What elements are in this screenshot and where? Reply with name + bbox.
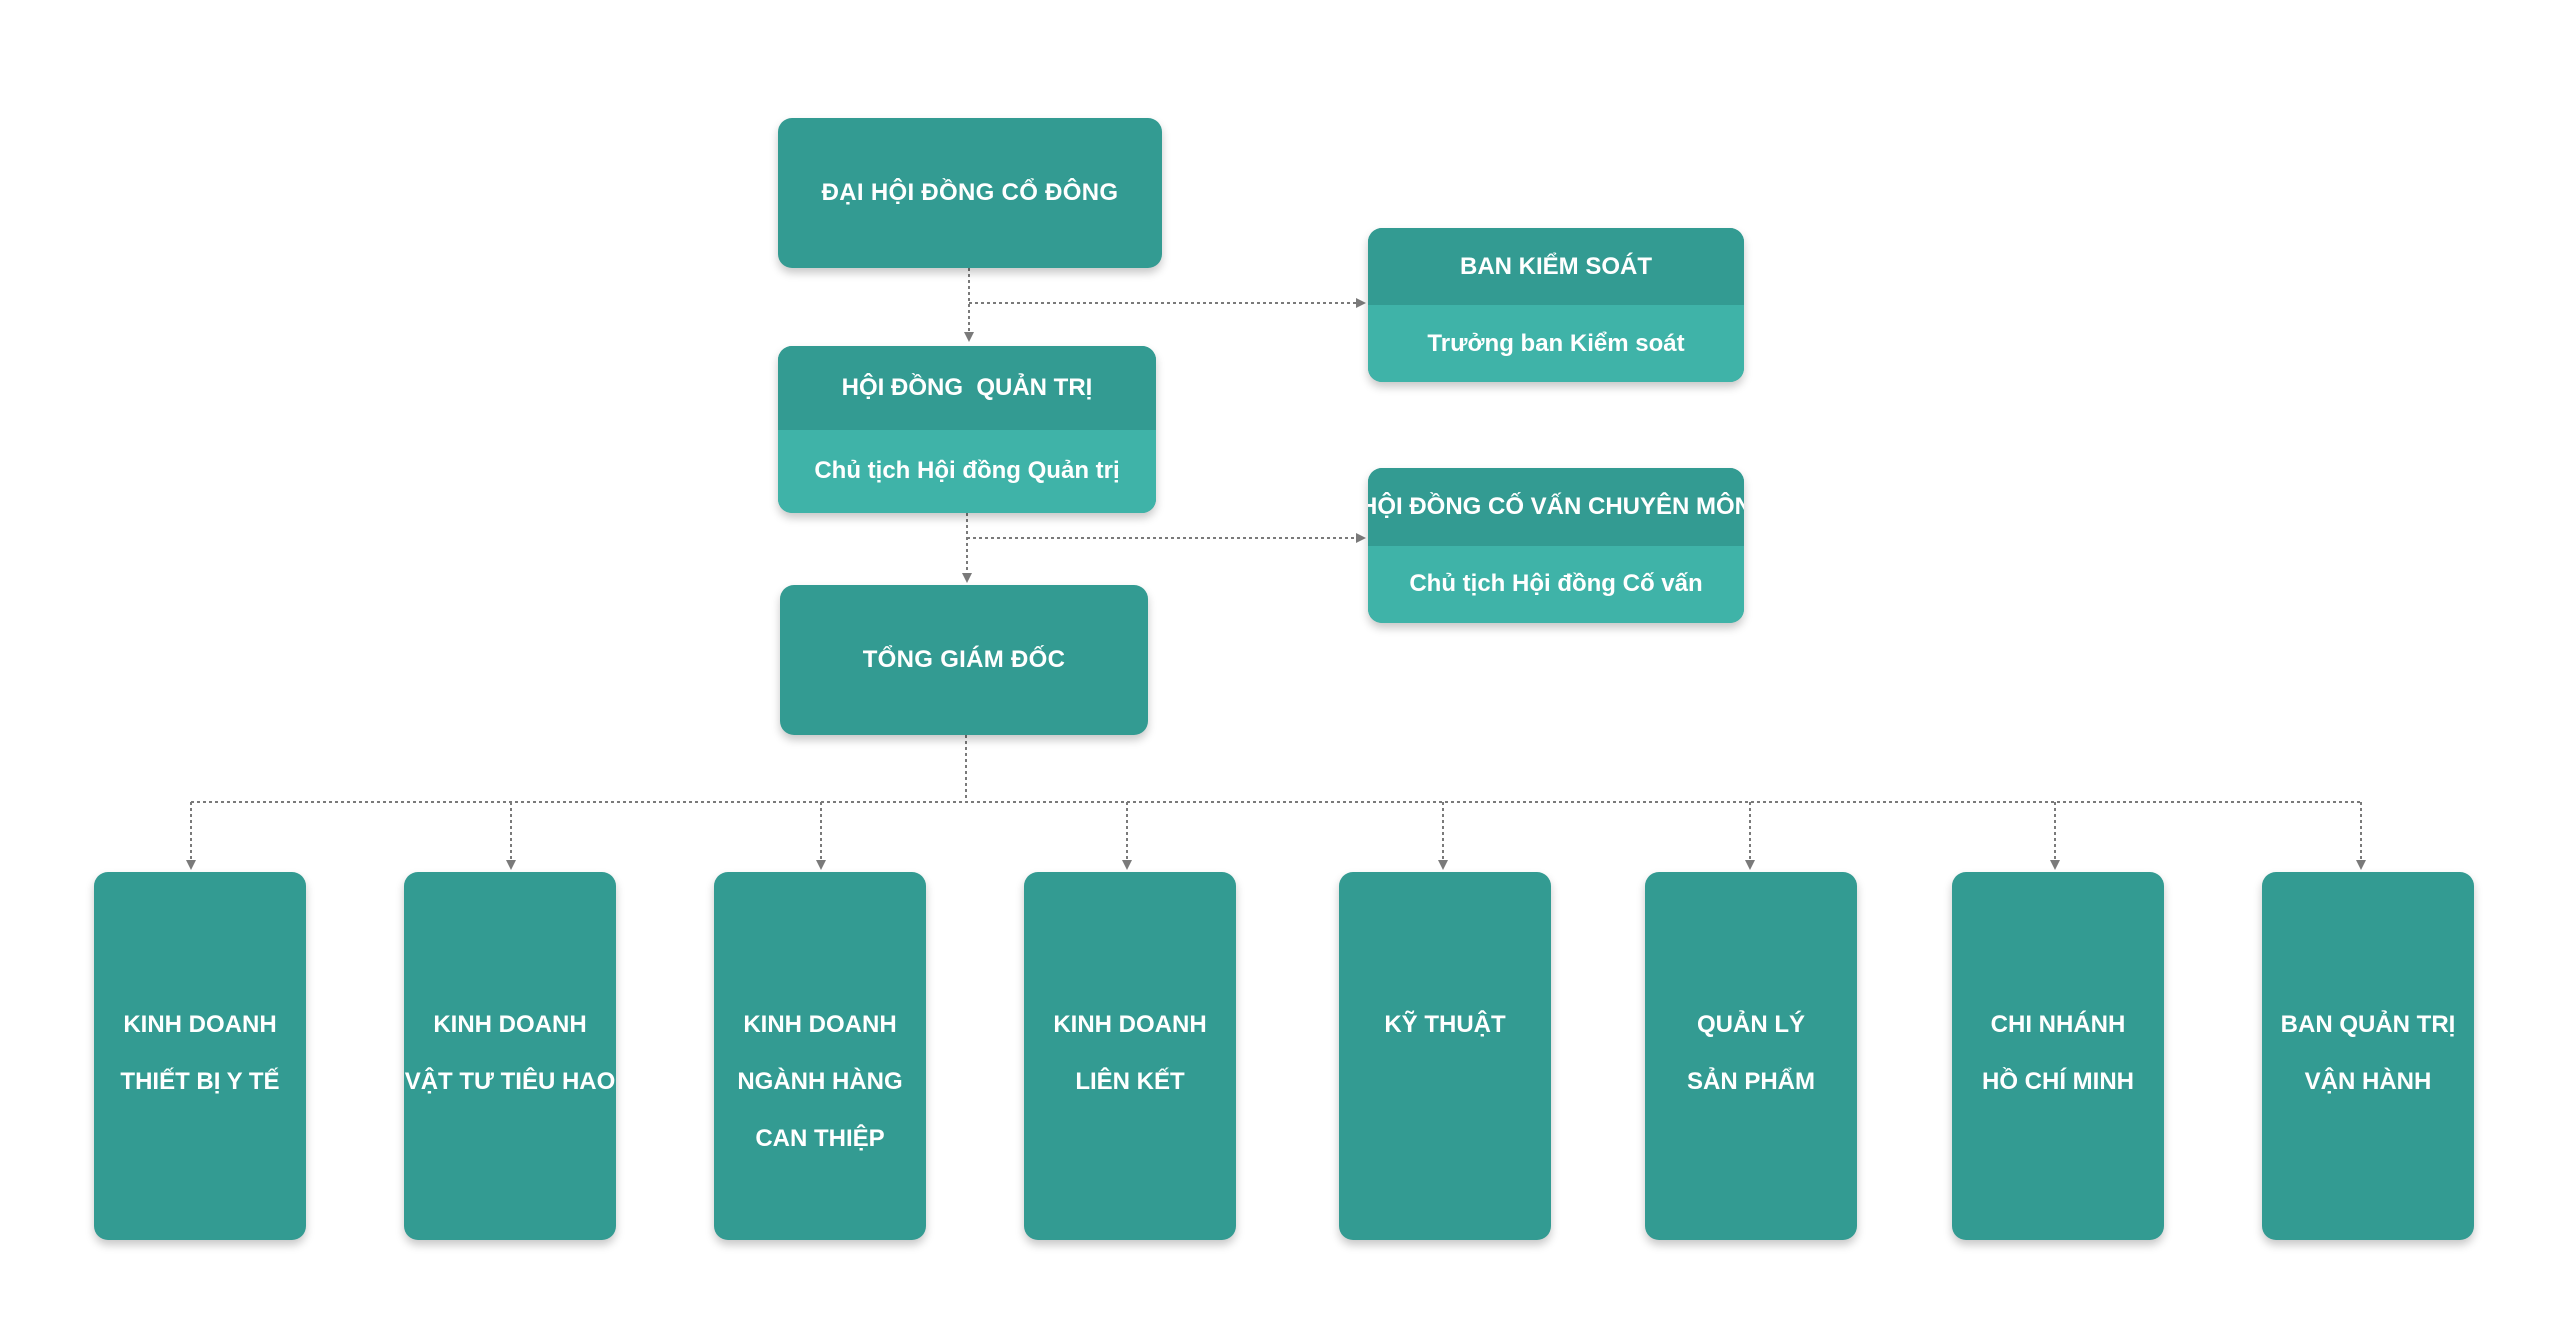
ceo-box: TỔNG GIÁM ĐỐC [780,585,1148,735]
advisory-box: HỘI ĐỒNG CỐ VẤN CHUYÊN MÔN Chủ tịch Hội … [1368,468,1744,623]
department-label-line: KINH DOANH [1053,1011,1207,1038]
department-label-line: KỸ THUẬT [1384,1011,1506,1038]
department-box-1: KINH DOANH THIẾT BỊ Y TẾ [94,872,306,1240]
advisory-title: HỘI ĐỒNG CỐ VẤN CHUYÊN MÔN [1368,468,1744,546]
department-label-line: VẬN HÀNH [2304,1068,2432,1095]
department-box-4: KINH DOANH LIÊN KẾT [1024,872,1236,1240]
department-box-5: KỸ THUẬT [1339,872,1551,1240]
department-label-line: SẢN PHẨM [1686,1068,1815,1095]
department-label-line: VẬT TƯ TIÊU HAO [404,1068,616,1095]
supervisory-box: BAN KIỂM SOÁT Trưởng ban Kiểm soát [1368,228,1744,382]
department-label-line: CAN THIỆP [755,1125,885,1152]
board-chair-role: Chủ tịch Hội đồng Quản trị [778,429,1156,513]
ceo-title: TỔNG GIÁM ĐỐC [862,646,1066,673]
department-box-2: KINH DOANH VẬT TƯ TIÊU HAO [404,872,616,1240]
department-box-7: CHI NHÁNH HỒ CHÍ MINH [1952,872,2164,1240]
department-label-line: LIÊN KẾT [1075,1068,1185,1095]
department-label-line: KINH DOANH [433,1011,587,1038]
board-box: HỘI ĐỒNG QUẢN TRỊ Chủ tịch Hội đồng Quản… [778,346,1156,513]
department-box-6: QUẢN LÝ SẢN PHẨM [1645,872,1857,1240]
supervisory-head-role: Trưởng ban Kiểm soát [1368,305,1744,382]
department-label-line: KINH DOANH [743,1011,897,1038]
department-label-line: HỒ CHÍ MINH [1982,1068,2134,1095]
department-label-line: BAN QUẢN TRỊ [2280,1011,2456,1038]
department-box-3: KINH DOANH NGÀNH HÀNG CAN THIỆP [714,872,926,1240]
advisory-chair-role: Chủ tịch Hội đồng Cố vấn [1368,545,1744,623]
supervisory-title: BAN KIỂM SOÁT [1368,228,1744,305]
department-label-line: QUẢN LÝ [1697,1011,1805,1038]
department-label-line: CHI NHÁNH [1990,1011,2126,1038]
department-label-line: THIẾT BỊ Y TẾ [120,1068,280,1095]
shareholders-title: ĐẠI HỘI ĐỒNG CỔ ĐÔNG [821,179,1119,206]
department-box-8: BAN QUẢN TRỊ VẬN HÀNH [2262,872,2474,1240]
board-title: HỘI ĐỒNG QUẢN TRỊ [778,346,1156,430]
department-label-line: KINH DOANH [123,1011,277,1038]
department-label-line: NGÀNH HÀNG [737,1068,903,1095]
shareholders-box: ĐẠI HỘI ĐỒNG CỔ ĐÔNG [778,118,1162,268]
